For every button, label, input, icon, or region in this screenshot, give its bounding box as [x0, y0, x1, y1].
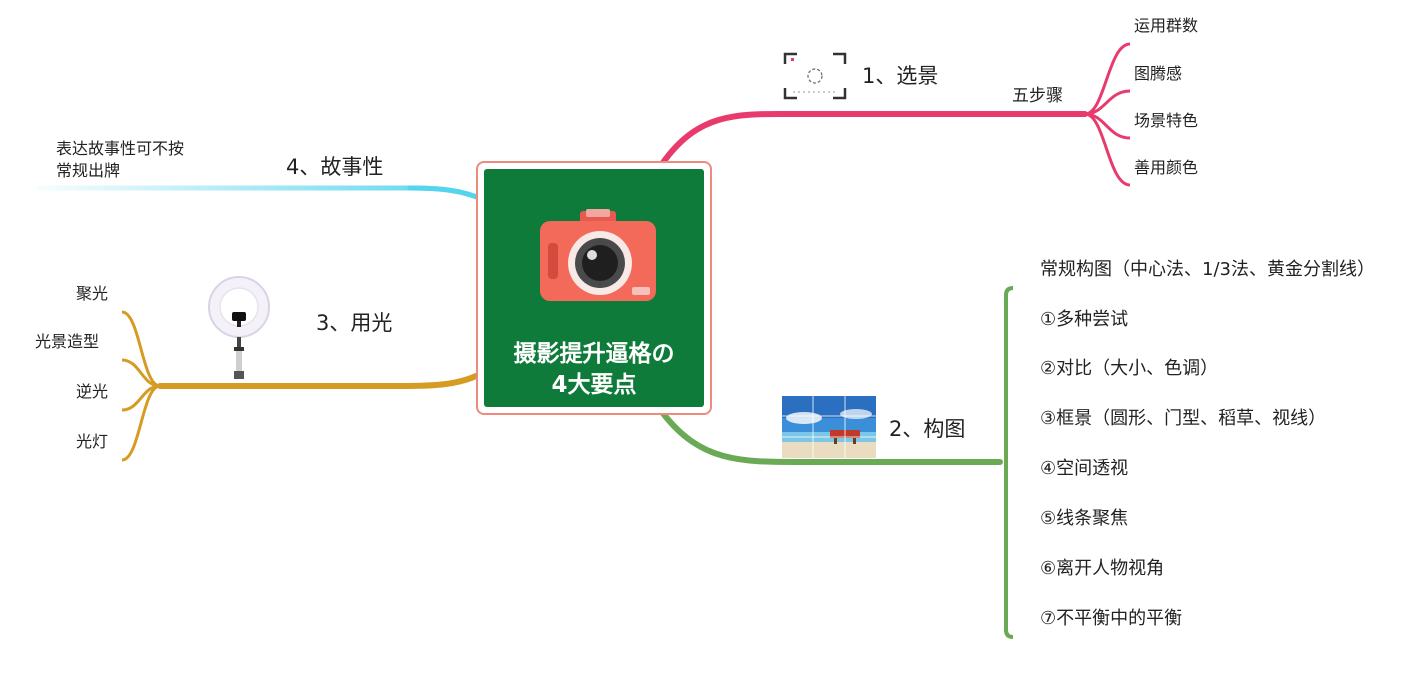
light-leaf-3[interactable]: 逆光: [76, 382, 109, 401]
branch-light-label[interactable]: 3、用光: [316, 311, 393, 335]
branch-story-label[interactable]: 4、故事性: [286, 155, 384, 179]
center-title: 摄影提升逼格の 4大要点: [513, 341, 675, 399]
composition-item-2[interactable]: ②对比（大小、色调）: [1040, 358, 1219, 379]
branch-story-lines: [37, 185, 487, 203]
camera-icon: [540, 209, 656, 301]
select-leaf-2[interactable]: 图腾感: [1134, 64, 1183, 83]
center-topic[interactable]: 摄影提升逼格の 4大要点: [476, 161, 712, 415]
ring-light-icon: [208, 276, 270, 379]
branch-select-sublabel[interactable]: 五步骤: [1012, 86, 1063, 106]
beach-photo-grid-icon: [782, 396, 876, 458]
composition-item-6[interactable]: ⑥离开人物视角: [1040, 558, 1165, 579]
select-leaf-1[interactable]: 运用群数: [1134, 16, 1199, 35]
branch-composition-label[interactable]: 2、构图: [889, 417, 966, 441]
select-leaf-3[interactable]: 场景特色: [1134, 111, 1199, 130]
select-leaf-4[interactable]: 善用颜色: [1134, 158, 1199, 177]
branch-select-label[interactable]: 1、选景: [862, 64, 939, 88]
composition-item-0[interactable]: 常规构图（中心法、1/3法、黄金分割线）: [1040, 259, 1375, 280]
center-topic-fill: 摄影提升逼格の 4大要点: [484, 169, 704, 407]
light-leaf-2[interactable]: 光景造型: [35, 332, 100, 351]
composition-item-7[interactable]: ⑦不平衡中的平衡: [1040, 608, 1183, 629]
branch-light-lines: [20, 310, 487, 462]
branch-select-lines: [659, 42, 1230, 187]
light-leaf-1[interactable]: 聚光: [76, 284, 109, 303]
light-leaf-4[interactable]: 光灯: [76, 432, 109, 451]
viewfinder-icon: [781, 50, 849, 102]
composition-item-5[interactable]: ⑤线条聚焦: [1040, 508, 1129, 529]
composition-item-1[interactable]: ①多种尝试: [1040, 309, 1129, 330]
branch-composition-lines: [659, 286, 1424, 639]
composition-item-3[interactable]: ③框景（圆形、门型、稻草、视线）: [1040, 408, 1327, 429]
story-note[interactable]: 表达故事性可不按 常规出牌: [56, 139, 185, 181]
composition-item-4[interactable]: ④空间透视: [1040, 458, 1129, 479]
